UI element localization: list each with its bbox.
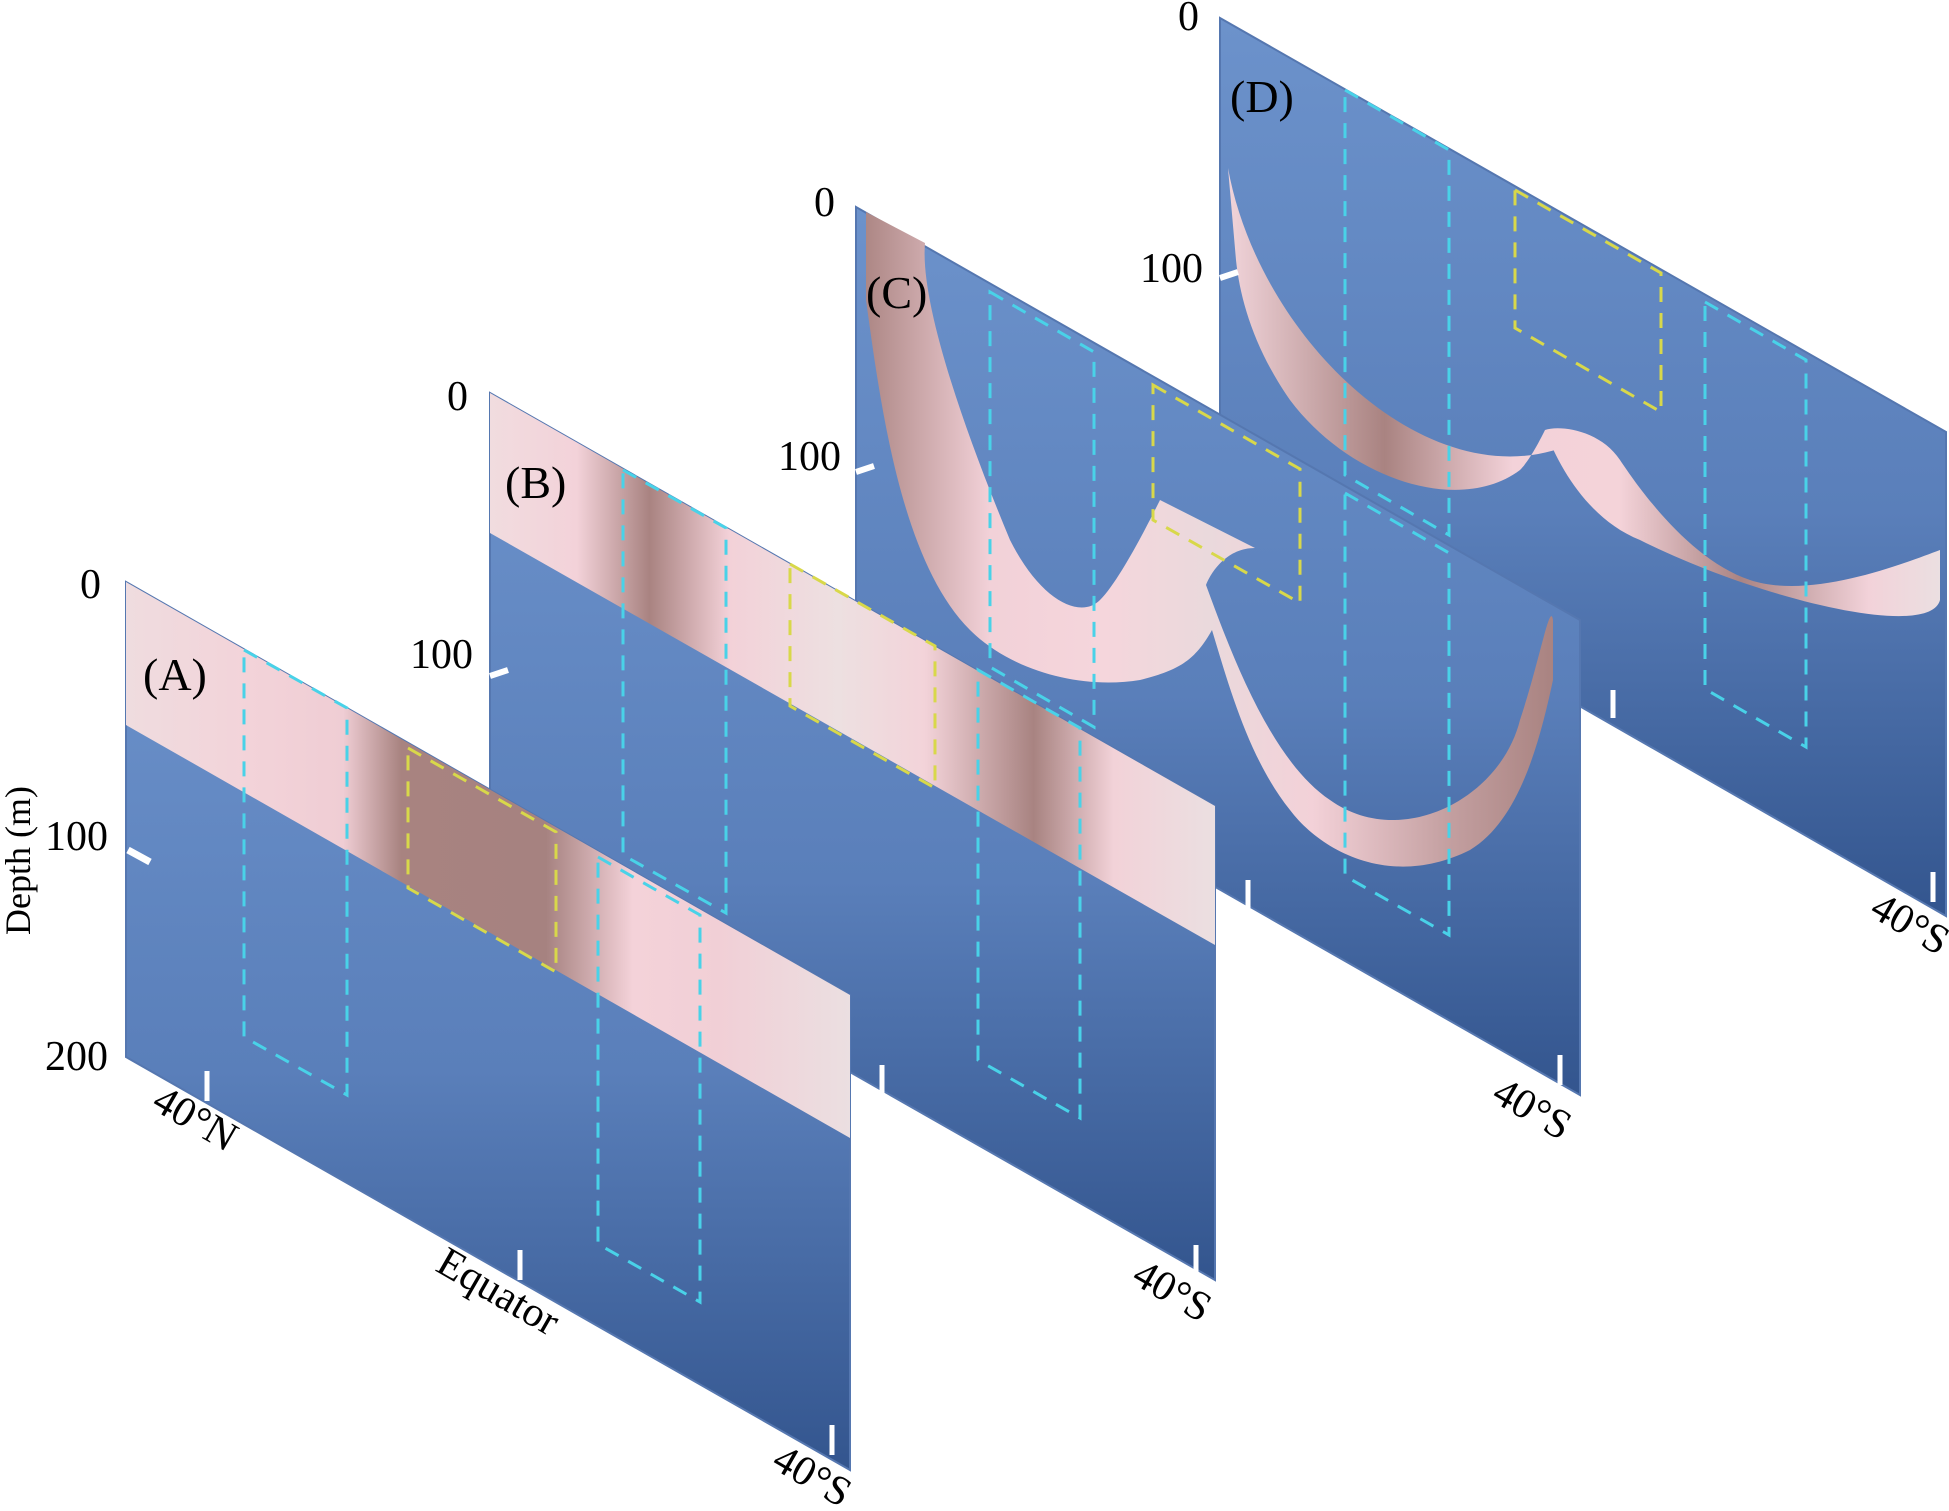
panel-c: (C) 0 100 40°S — [778, 180, 1581, 1150]
panel-d-box-yellow — [1513, 187, 1663, 415]
panel-a-depth-100: 100 — [45, 814, 108, 860]
panel-a-label: (A) — [143, 649, 207, 700]
panel-c-tick-depth-100 — [855, 463, 875, 475]
panel-c-label: (C) — [866, 267, 927, 318]
panel-b: (B) 0 100 40°S — [410, 374, 1219, 1332]
panel-b-box-yellow — [788, 561, 937, 791]
panel-c-plane — [855, 205, 1581, 1097]
panel-b-box-cyan-1 — [621, 467, 728, 916]
panel-b-warm-layer — [490, 393, 1215, 945]
panel-d: (D) 0 100 40°S — [1140, 0, 1949, 965]
panel-a-warm-layer — [126, 582, 850, 1138]
panel-b-depth-100: 100 — [410, 632, 473, 678]
panel-a-box-cyan-2 — [596, 854, 702, 1305]
depth-axis-title: Depth (m) — [0, 786, 38, 935]
panel-d-depth-0: 0 — [1178, 0, 1199, 40]
panel-c-box-cyan-2 — [1343, 490, 1451, 938]
panel-a: (A) 0 100 200 40°N Equator 40°S — [45, 562, 859, 1511]
panel-c-warm-layer — [866, 212, 1553, 867]
panel-a-box-yellow — [406, 745, 558, 975]
panel-d-label: (D) — [1230, 71, 1294, 122]
panel-a-depth-0: 0 — [80, 562, 101, 608]
panel-a-tick-depth-100 — [126, 846, 152, 866]
panel-d-box-cyan-right — [1703, 299, 1808, 750]
panel-c-depth-100: 100 — [778, 434, 841, 480]
panel-b-box-cyan-2 — [976, 667, 1082, 1121]
panel-c-box-cyan-1 — [988, 289, 1096, 730]
panel-a-depth-200: 200 — [45, 1034, 108, 1080]
panel-d-tick-depth-100 — [1219, 269, 1239, 281]
panel-a-box-cyan-1 — [242, 647, 349, 1098]
panel-b-depth-0: 0 — [447, 374, 468, 420]
panel-d-box-cyan-left — [1343, 87, 1451, 538]
panel-c-box-yellow — [1151, 382, 1302, 606]
panel-d-depth-100: 100 — [1140, 246, 1203, 292]
panel-c-depth-0: 0 — [814, 180, 835, 226]
panel-b-label: (B) — [505, 457, 566, 508]
panel-b-tick-depth-100 — [489, 667, 509, 679]
